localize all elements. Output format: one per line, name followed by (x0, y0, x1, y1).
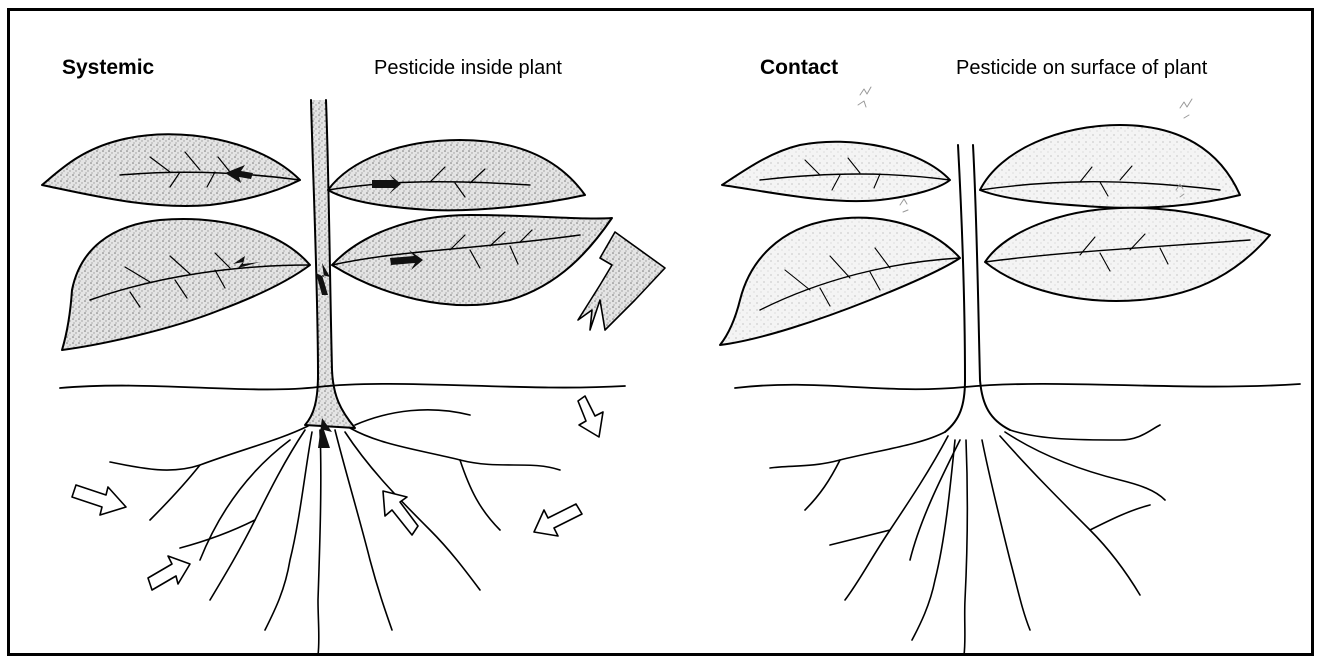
contact-soil-line (735, 384, 1300, 389)
systemic-soil-line (60, 384, 625, 390)
systemic-leaf-upper-left (42, 134, 300, 206)
systemic-leaf-upper-right (328, 140, 585, 210)
contact-leaf-lower-left (720, 218, 960, 345)
systemic-leaf-lower-left (62, 219, 310, 350)
systemic-leaf-lower-right (332, 215, 612, 305)
contact-plant (720, 87, 1300, 655)
systemic-roots (110, 410, 560, 655)
contact-leaf-upper-right (980, 125, 1240, 208)
systemic-plant (42, 100, 665, 655)
contact-leaf-upper-left (722, 142, 950, 201)
contact-roots (770, 425, 1165, 655)
contact-leaf-lower-right (985, 208, 1270, 301)
